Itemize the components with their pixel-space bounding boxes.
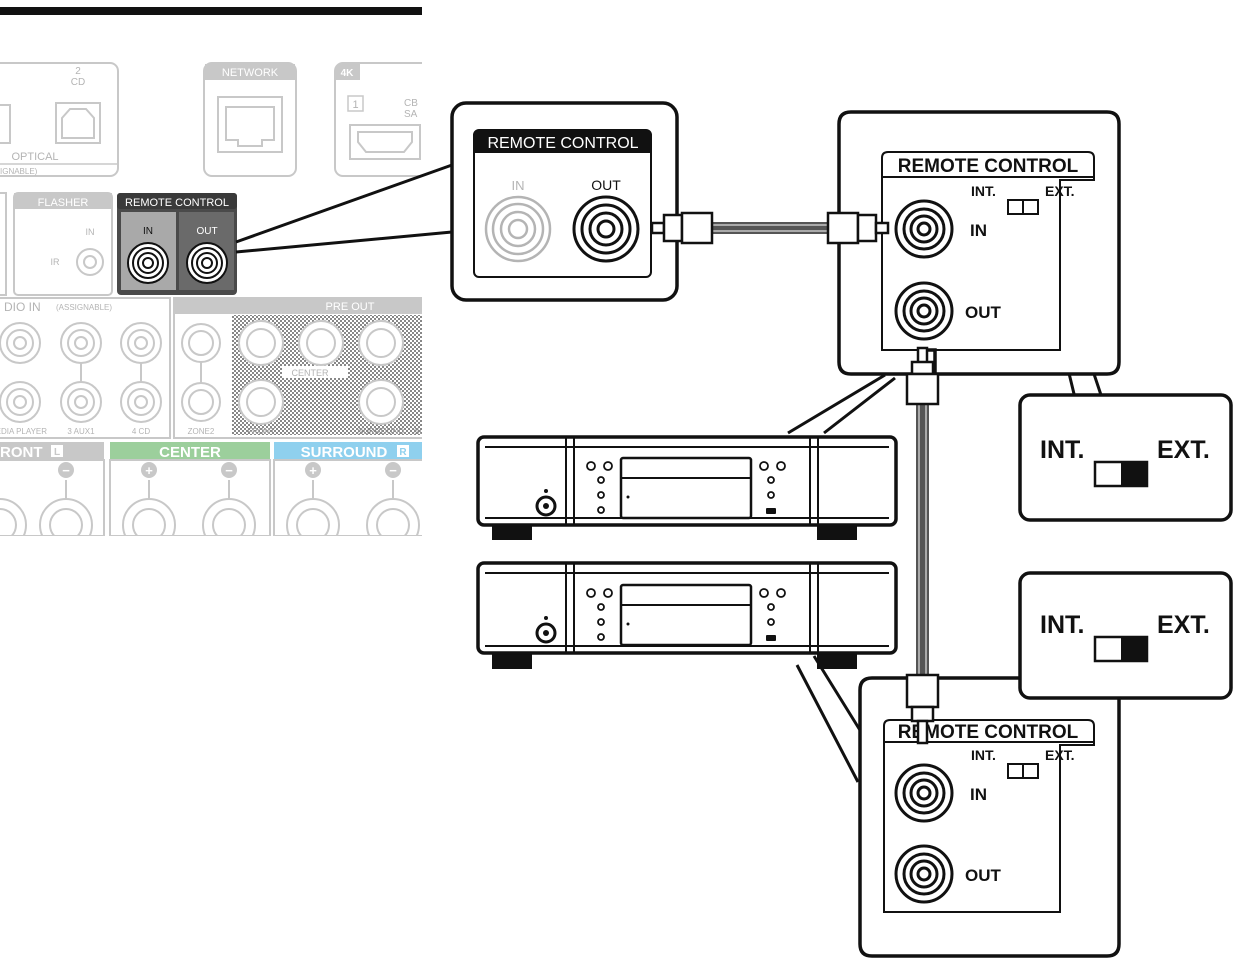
- source-remote-in-label: IN: [512, 178, 525, 193]
- audio-in-assignable: (ASSIGNABLE): [56, 303, 112, 312]
- device2-out-label: OUT: [965, 866, 1002, 885]
- device2-remote-callout: REMOTE CONTROL INT. EXT. IN OUT: [858, 676, 1121, 958]
- hdmi-number: 1: [352, 99, 358, 111]
- cd-number: 2: [75, 66, 81, 77]
- terminal-minus-front: −: [62, 463, 70, 478]
- pre-out-surround-label: SURROUND: [358, 427, 404, 436]
- receiver-remote-label: REMOTE CONTROL: [125, 197, 229, 209]
- hdmi-badge: 4K: [341, 68, 355, 79]
- hdmi-port-icon: [349, 124, 421, 160]
- source-in-jack-icon: [484, 195, 552, 263]
- device-player-1: [476, 435, 898, 540]
- slide-switch-icon: [1007, 763, 1039, 779]
- power-button-icon: [535, 616, 557, 644]
- flasher-jack-icon: [76, 248, 104, 276]
- zone2-label: ZONE2: [188, 427, 215, 436]
- rca-plug-icon: [650, 211, 714, 245]
- audio-in-label: DIO IN: [4, 300, 41, 314]
- pre-out-surround-fragment: SU: [414, 427, 425, 436]
- device2-int-label: INT.: [971, 747, 996, 763]
- rca-plug-icon: [905, 673, 940, 745]
- input-label-cd: 4 CD: [132, 427, 150, 436]
- device1-in-label: IN: [970, 221, 987, 240]
- input-label-aux1: 3 AUX1: [67, 427, 95, 436]
- center-band: [110, 442, 270, 460]
- device1-out-jack-icon: [894, 281, 954, 341]
- device1-out-label: OUT: [965, 303, 1002, 322]
- source-remote-title: REMOTE CONTROL: [487, 135, 638, 152]
- power-button-icon: [535, 489, 557, 517]
- assignable-fragment: IGNABLE): [0, 167, 38, 176]
- speaker-center-label: CENTER: [159, 444, 221, 461]
- receiver-back-panel: 2 CD OPTICAL IGNABLE) NETWORK 4K: [0, 7, 425, 536]
- zoom2-ext-label: EXT.: [1157, 611, 1210, 639]
- source-out-jack-icon: [572, 195, 640, 263]
- disc-tray: [619, 456, 753, 520]
- zoom1-int-label: INT.: [1040, 436, 1084, 464]
- hdmi-side-top: CB: [404, 98, 418, 109]
- switch-zoom-1: INT. EXT.: [1018, 393, 1233, 522]
- receiver-remote-out-jack: [186, 242, 228, 284]
- terminal-minus-surround: −: [389, 463, 397, 478]
- speaker-surround-label: SURROUND: [301, 444, 388, 461]
- pre-out-label: PRE OUT: [326, 301, 375, 313]
- cd-label: CD: [71, 77, 85, 88]
- zoom2-int-label: INT.: [1040, 611, 1084, 639]
- device1-remote-title: REMOTE CONTROL: [898, 156, 1079, 177]
- speaker-terminal-icon: [0, 459, 422, 536]
- ethernet-port-icon: [217, 96, 283, 153]
- cable-source-to-device1: [650, 211, 890, 245]
- pre-out-front-label: FRONT: [247, 427, 275, 436]
- hdmi-side-bottom: SA: [404, 109, 418, 120]
- source-remote-callout: REMOTE CONTROL IN OUT: [450, 101, 679, 302]
- optical-label: OPTICAL: [11, 151, 58, 163]
- device2-in-jack-icon: [894, 763, 954, 823]
- surround-band: [274, 442, 422, 460]
- input-label-media-player: MEDIA PLAYER: [0, 427, 47, 436]
- receiver-remote-in-jack: [127, 242, 169, 284]
- network-label: NETWORK: [222, 67, 279, 79]
- disc-tray: [619, 583, 753, 647]
- terminal-minus-center: −: [225, 463, 233, 478]
- speaker-front-badge: L: [54, 447, 60, 458]
- rca-plug-icon: [905, 346, 940, 406]
- rca-plug-icon: [826, 211, 890, 245]
- slide-switch-icon: [1093, 460, 1149, 488]
- device-player-2: [476, 561, 898, 669]
- optical-port-icon: [0, 102, 101, 144]
- slide-switch-icon: [1007, 199, 1039, 215]
- audio-in-jacks: [0, 322, 162, 423]
- terminal-plus-surround: +: [309, 463, 317, 478]
- cable-device1-to-device2: [905, 346, 940, 745]
- panel-top-border: [0, 7, 422, 15]
- device2-out-jack-icon: [894, 844, 954, 904]
- device1-remote-callout: REMOTE CONTROL INT. EXT. IN OUT: [837, 110, 1121, 376]
- flasher-in-label: IN: [86, 227, 95, 237]
- source-remote-out-label: OUT: [591, 177, 621, 193]
- device2-remote-title: REMOTE CONTROL: [898, 722, 1079, 743]
- speaker-front-label: RONT: [0, 444, 43, 461]
- zoom1-ext-label: EXT.: [1157, 436, 1210, 464]
- slide-switch-icon: [1093, 635, 1149, 663]
- device2-in-label: IN: [970, 785, 987, 804]
- speaker-surround-badge: R: [399, 447, 407, 458]
- device2-ext-label: EXT.: [1045, 747, 1075, 763]
- device1-ext-label: EXT.: [1045, 183, 1075, 199]
- pre-out-center-label: CENTER: [291, 368, 329, 378]
- receiver-remote-in: IN: [143, 226, 153, 237]
- flasher-label: FLASHER: [38, 197, 89, 209]
- terminal-plus-center: +: [145, 463, 153, 478]
- device1-in-jack-icon: [894, 199, 954, 259]
- flasher-ir-label: IR: [51, 257, 61, 267]
- receiver-remote-out: OUT: [196, 226, 217, 237]
- device1-int-label: INT.: [971, 183, 996, 199]
- switch-zoom-2: INT. EXT.: [1018, 571, 1233, 700]
- pre-out-jacks: [181, 320, 404, 425]
